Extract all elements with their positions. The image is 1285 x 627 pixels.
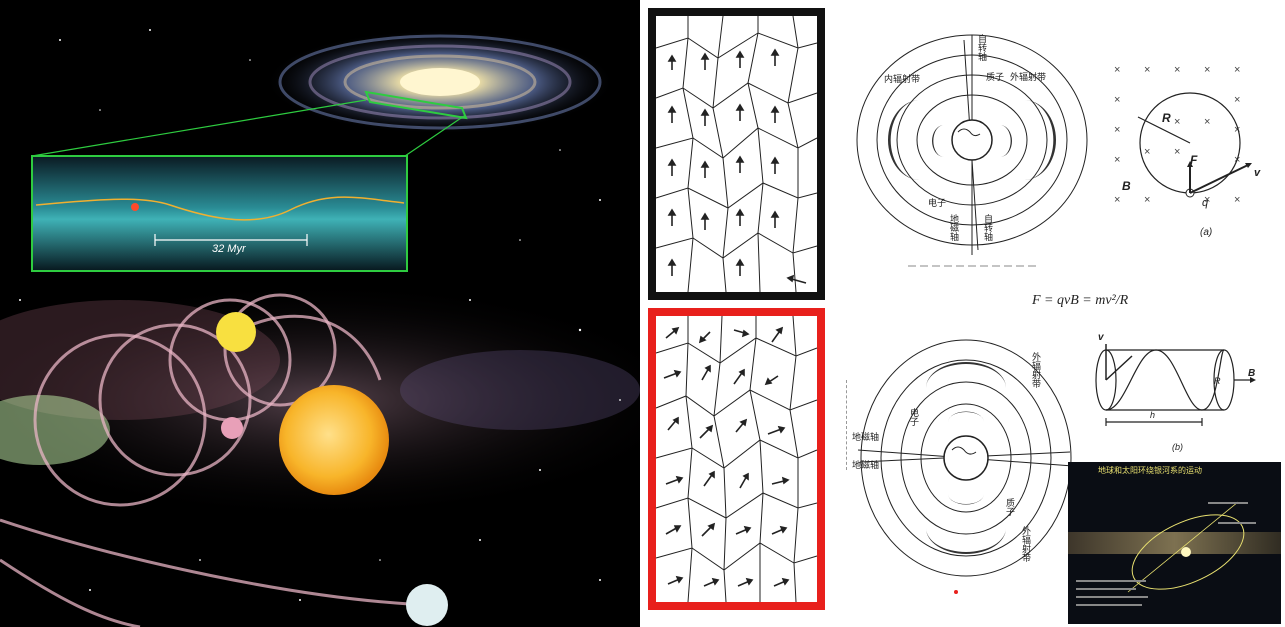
magnetosphere-diagram-top: 内辐射带 质子 外辐射带 电子 自转轴 地磁轴 自转轴 xyxy=(848,30,1098,275)
caption-b: (b) xyxy=(1172,442,1183,452)
label-radius: R xyxy=(1162,111,1171,125)
label-electron: 电子 xyxy=(928,196,946,209)
solar-motion-photo: 地球和太阳环绕银河系的运动 xyxy=(1068,462,1281,624)
label-helix-velocity: v xyxy=(1098,332,1104,343)
label-axis-left-2: 地磁轴 xyxy=(852,458,879,471)
label-proton-bottom: 质子 xyxy=(1004,498,1017,516)
lorentz-equation: F = qvB = mv²/R xyxy=(1032,293,1128,309)
svg-text:×: × xyxy=(1234,94,1240,106)
label-helix-field: B xyxy=(1248,368,1255,379)
magnetosphere-diagram-bottom: 外辐射带 电子 地磁轴 地磁轴 质子 外辐射带 xyxy=(848,330,1078,600)
left-dash-marks xyxy=(846,380,848,470)
label-outer-belt-top: 外辐射带 xyxy=(1030,352,1043,388)
sun-orbit-photo xyxy=(1068,462,1281,624)
magnetic-domains-random xyxy=(648,308,825,610)
svg-text:×: × xyxy=(1204,116,1210,128)
svg-text:×: × xyxy=(1174,64,1180,76)
label-force: F xyxy=(1190,153,1197,167)
domain-arrows-aligned xyxy=(648,8,825,300)
label-field: B xyxy=(1122,179,1131,193)
svg-text:×: × xyxy=(1144,64,1150,76)
pink-star-icon xyxy=(221,417,243,439)
svg-text:×: × xyxy=(1114,94,1120,106)
label-electron-bottom: 电子 xyxy=(908,408,921,426)
svg-text:×: × xyxy=(1204,64,1210,76)
earth-field-lines-top xyxy=(848,30,1098,275)
magnetic-domains-aligned xyxy=(648,8,825,300)
svg-text:×: × xyxy=(1174,116,1180,128)
spiral-galaxy xyxy=(265,30,615,134)
svg-text:×: × xyxy=(1144,194,1150,206)
yellow-star-icon xyxy=(216,312,256,352)
helix-cylinder xyxy=(1082,330,1262,460)
svg-text:×: × xyxy=(1234,194,1240,206)
label-helix-radius: R xyxy=(1214,376,1221,386)
svg-text:×: × xyxy=(1234,64,1240,76)
galaxy-illustration xyxy=(0,0,640,627)
sun-icon xyxy=(279,385,389,495)
inset-scale-label: 32 Myr xyxy=(212,243,246,255)
sun-photo-icon xyxy=(1181,547,1191,557)
label-charge: q xyxy=(1202,197,1208,209)
label-axis-bottom-right: 自转轴 xyxy=(982,214,995,241)
label-velocity: v xyxy=(1254,167,1260,179)
label-axis-left-1: 地磁轴 xyxy=(852,430,879,443)
label-axis-bottom-left: 地磁轴 xyxy=(948,214,961,241)
label-helix-pitch: h xyxy=(1150,410,1155,420)
caption-a: (a) xyxy=(1200,227,1212,238)
solar-photo-title: 地球和太阳环绕银河系的运动 xyxy=(1098,465,1202,476)
white-star-icon xyxy=(406,584,448,626)
svg-text:×: × xyxy=(1144,146,1150,158)
divider xyxy=(640,0,646,627)
svg-text:×: × xyxy=(1114,194,1120,206)
earth-field-lines-bottom xyxy=(848,330,1078,600)
svg-text:×: × xyxy=(1114,154,1120,166)
svg-text:×: × xyxy=(1114,124,1120,136)
svg-text:×: × xyxy=(1114,64,1120,76)
label-outer-belt-bottom: 外辐射带 xyxy=(1020,526,1033,562)
circular-motion-diagram: ××××× ×× ×× ×× ×××× ×××× R F v B q (a) xyxy=(1108,55,1278,245)
svg-text:×: × xyxy=(1174,146,1180,158)
domain-arrows-random xyxy=(648,308,825,610)
helix-motion-diagram: v B R h (b) xyxy=(1082,330,1262,460)
label-outer-belt: 外辐射带 xyxy=(1010,70,1046,83)
label-inner-belt: 内辐射带 xyxy=(884,72,920,85)
galaxy-panel: 32 Myr xyxy=(0,0,640,627)
label-proton: 质子 xyxy=(986,70,1004,83)
label-axis-top: 自转轴 xyxy=(976,34,989,61)
circle-in-field: ××××× ×× ×× ×× ×××× ×××× xyxy=(1108,55,1278,245)
